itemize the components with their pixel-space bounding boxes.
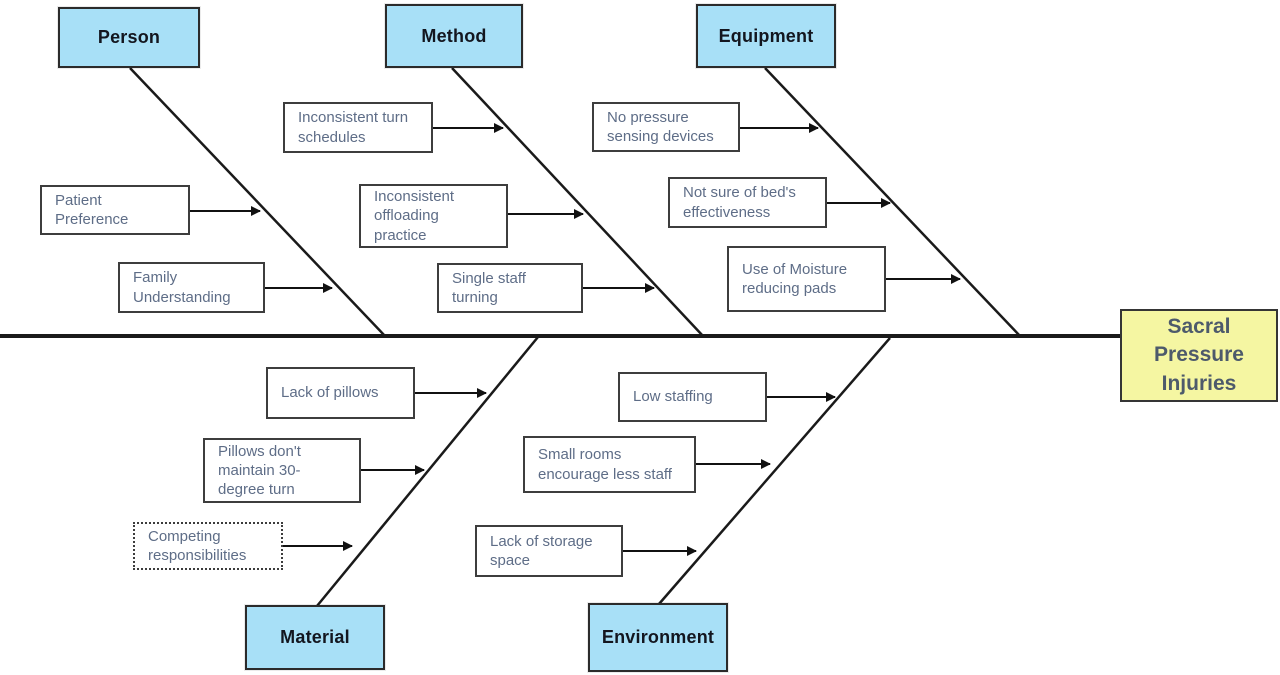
branch-line-person <box>129 67 386 337</box>
cause-box-family-understanding: Family Understanding <box>118 262 265 313</box>
cause-label: Pillows don't maintain 30-degree turn <box>218 442 301 499</box>
cause-box-not-sure-of-beds-effectiveness: Not sure of bed's effectiveness <box>668 177 827 228</box>
cause-label: Not sure of bed's effectiveness <box>683 184 796 221</box>
category-label-equipment: Equipment <box>718 25 814 46</box>
cause-box-lack-of-storage-space: Lack of storage space <box>475 525 623 577</box>
cause-box-inconsistent-turn-schedules: Inconsistent turn schedules <box>283 102 433 153</box>
cause-label: Family Understanding <box>133 269 231 306</box>
cause-label: Patient Preference <box>55 191 129 228</box>
cause-box-use-of-moisture-reducing-pads: Use of Moisture reducing pads <box>727 246 886 312</box>
category-label-method: Method <box>421 25 487 46</box>
cause-box-small-rooms: Small rooms encourage less staff <box>523 436 696 493</box>
cause-box-inconsistent-offloading-practice: Inconsistent offloading practice <box>359 184 508 248</box>
category-label-environment: Environment <box>601 627 715 647</box>
branch-line-environment <box>658 337 891 605</box>
cause-box-competing-responsibilities: Competing responsibilities <box>133 522 283 570</box>
cause-box-lack-of-pillows: Lack of pillows <box>266 367 415 419</box>
effect-box: Sacral Pressure Injuries <box>1120 309 1278 402</box>
cause-box-pillows-dont-maintain: Pillows don't maintain 30-degree turn <box>203 438 361 503</box>
cause-box-patient-preference: Patient Preference <box>40 185 190 235</box>
category-box-equipment: Equipment <box>696 4 836 68</box>
category-box-material: Material <box>245 605 385 670</box>
cause-label: Small rooms encourage less staff <box>538 446 672 483</box>
category-label-person: Person <box>97 27 161 47</box>
cause-label: Inconsistent turn schedules <box>298 109 409 146</box>
cause-label: Lack of storage space <box>490 532 593 569</box>
cause-box-no-pressure-sensing-devices: No pressure sensing devices <box>592 102 740 152</box>
branch-line-material <box>316 336 539 607</box>
category-box-method: Method <box>385 4 523 68</box>
cause-box-single-staff-turning: Single staff turning <box>437 263 583 313</box>
cause-label: No pressure sensing devices <box>607 108 714 145</box>
category-box-person: Person <box>58 7 200 68</box>
effect-label: Sacral Pressure Injuries <box>1154 314 1244 395</box>
cause-label: Competing responsibilities <box>148 527 247 564</box>
category-box-environment: Environment <box>588 603 728 672</box>
branch-line-method <box>451 67 704 337</box>
cause-label: Lack of pillows <box>281 384 379 402</box>
cause-label: Inconsistent offloading practice <box>374 188 455 244</box>
branch-line-equipment <box>764 67 1021 337</box>
cause-label: Low staffing <box>633 388 713 406</box>
cause-label: Single staff turning <box>452 269 526 306</box>
cause-label: Use of Moisture reducing pads <box>742 260 848 297</box>
cause-box-low-staffing: Low staffing <box>618 372 767 422</box>
category-label-material: Material <box>280 627 350 647</box>
